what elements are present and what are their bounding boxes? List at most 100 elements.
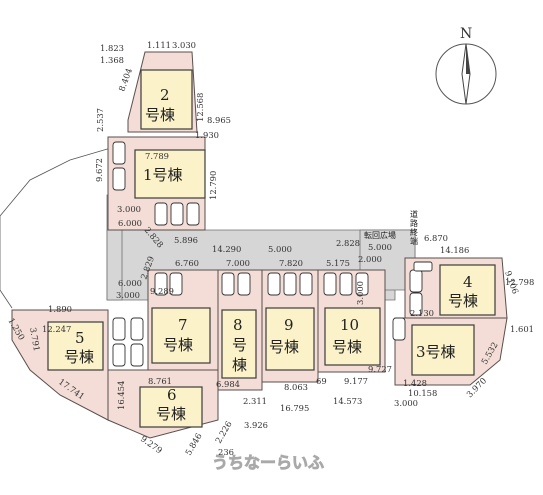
north-label: N (460, 26, 472, 42)
dim-label: 2.130 (410, 308, 434, 318)
building-2-label: 号棟 (145, 106, 175, 124)
parking-8b (237, 272, 251, 296)
dim-label: 1.823 (100, 43, 124, 53)
building-9 (265, 307, 315, 371)
dim-label: 3.000 (116, 290, 140, 300)
parking-1a (112, 141, 126, 165)
dim-label: 7.820 (279, 258, 303, 268)
parking-9c (299, 272, 313, 296)
dim-label: 5.175 (326, 258, 350, 268)
building-1-suffix: 号棟 (153, 166, 183, 184)
dim-label: 1.111 (147, 40, 171, 50)
parking-7b (169, 272, 183, 296)
road-end-label: 道 路 終 端 (410, 209, 418, 246)
dim-label: 5.000 (268, 244, 292, 254)
car-icon (413, 261, 433, 272)
road-end-char-1: 道 (410, 209, 418, 219)
building-6-number: 6 (167, 386, 177, 404)
parking-1d (170, 202, 184, 226)
dim-label: 7.789 (145, 151, 169, 161)
dim-label: 12.798 (505, 277, 534, 287)
dim-label: 2.537 (95, 108, 105, 132)
parking-9b (283, 272, 297, 296)
dim-label: 1.601 (510, 324, 534, 334)
dim-label: 9.177 (344, 376, 368, 386)
dim-label: 7.000 (226, 258, 250, 268)
dim-label: 16.795 (280, 403, 309, 413)
road-end-char-2: 路 (410, 218, 418, 228)
dim-label: 8.761 (148, 376, 172, 386)
dim-label: 69 (316, 376, 327, 386)
dim-label: 3.926 (244, 420, 268, 430)
dim-label: 3.791 (28, 327, 42, 352)
parking-6d (130, 343, 144, 367)
building-8-char-2: 棟 (232, 356, 247, 374)
dim-label: 236 (218, 447, 234, 457)
parking-4a (409, 269, 423, 293)
parking-4b (409, 292, 423, 316)
dim-label: 9.289 (150, 286, 174, 296)
building-5-label: 号棟 (64, 348, 94, 366)
building-10-number: 10 (340, 316, 359, 334)
dim-label: 2.226 (213, 419, 234, 445)
dim-label: 8.063 (284, 382, 308, 392)
parking-7a (154, 272, 168, 296)
building-3-suffix: 号棟 (426, 343, 456, 361)
watermark: うちなーらいふ (212, 453, 324, 472)
dim-label: 14.573 (333, 396, 362, 406)
building-7-label: 号棟 (163, 336, 193, 354)
site-boundary-line-2 (0, 216, 13, 309)
building-4-label: 号棟 (448, 292, 478, 310)
building-10 (324, 307, 381, 366)
dim-label: 3.000 (355, 281, 365, 305)
building-3 (411, 324, 475, 376)
parking-10c (355, 272, 369, 296)
dim-label: 14.290 (212, 244, 241, 254)
parking-6c (130, 317, 144, 341)
dim-label: 6.000 (118, 278, 142, 288)
dim-label: 12.568 (195, 93, 205, 122)
dim-label: 12.790 (208, 171, 218, 200)
dim-label: 9.727 (368, 364, 392, 374)
building-8 (221, 309, 257, 379)
building-5 (47, 321, 104, 371)
dim-label: 8.965 (207, 115, 231, 125)
parking-9a (267, 272, 281, 296)
dim-label: 5.896 (174, 235, 198, 245)
dim-label: 6.984 (216, 379, 240, 389)
building-2 (140, 69, 193, 130)
building-6 (139, 386, 203, 428)
road-end-char-3: 終 (410, 227, 418, 237)
dim-label: 2.311 (243, 396, 267, 406)
dim-label: 6.760 (175, 258, 199, 268)
parking-10a (323, 272, 337, 296)
building-6-label: 号棟 (156, 405, 186, 423)
building-1-number: 1 (143, 166, 153, 184)
building-2-number: 2 (160, 86, 170, 104)
building-3-number: 3 (416, 343, 426, 361)
dim-label: 1.428 (403, 378, 427, 388)
parking-3a (392, 317, 406, 341)
parking-1b (112, 167, 126, 191)
dim-label: 1.930 (195, 130, 219, 140)
parking-8a (221, 272, 235, 296)
dim-label: 5.846 (183, 431, 204, 457)
dim-label: 3.000 (394, 398, 418, 408)
dim-label: 5.000 (368, 242, 392, 252)
building-8-number: 8 (233, 316, 243, 334)
dim-label: 8.404 (116, 67, 134, 93)
dim-label: 9.672 (94, 158, 104, 182)
building-10-label: 号棟 (332, 338, 362, 356)
dim-label: 1.368 (100, 55, 124, 65)
building-1-label: 1号棟 (143, 166, 183, 184)
dim-label: 12.247 (42, 324, 71, 334)
parking-10b (339, 272, 353, 296)
dim-label: 6.000 (118, 218, 142, 228)
parking-1c (154, 202, 168, 226)
dim-label: 2.828 (336, 238, 360, 248)
road-end-char-4: 端 (410, 236, 418, 246)
dim-label: 14.186 (440, 245, 469, 255)
dim-label: 6.870 (424, 233, 448, 243)
building-8-char-1: 号 (232, 336, 247, 354)
